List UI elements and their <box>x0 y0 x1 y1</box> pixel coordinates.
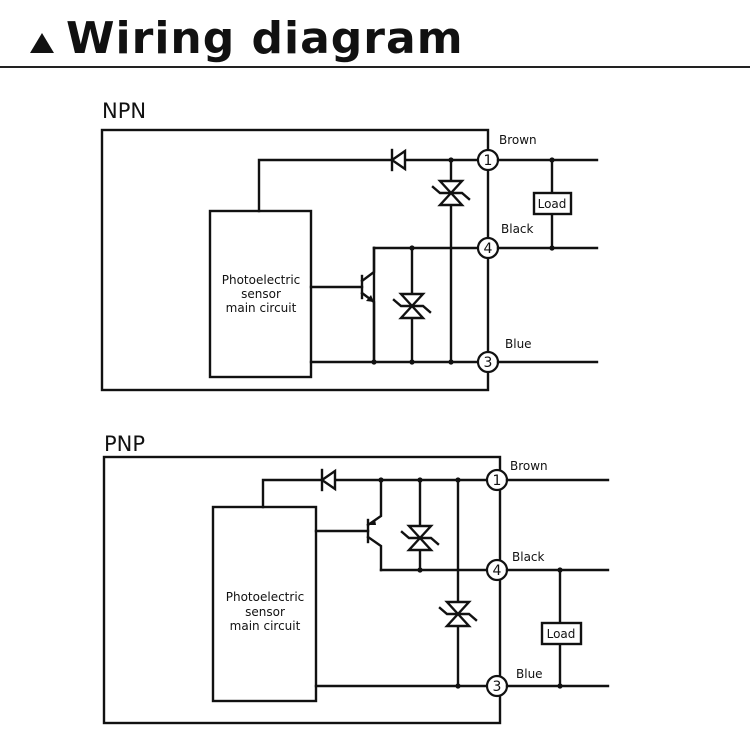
pnp-housing <box>102 455 502 725</box>
header-divider <box>0 66 750 68</box>
pnp-terminal-3[interactable]: 3 <box>485 674 509 698</box>
npn-junction <box>409 245 415 251</box>
pnp-blue-label: Blue <box>516 667 543 681</box>
pnp-diode-icon <box>319 468 337 492</box>
npn-terminal-1[interactable]: 1 <box>476 148 500 172</box>
npn-tvs-diode-1-icon <box>431 179 471 207</box>
pnp-tvs-diode-1-icon <box>400 524 440 552</box>
pnp-junction <box>455 477 461 483</box>
pnp-main-circuit-line1: Photoelectric <box>226 590 305 604</box>
npn-black-label: Black <box>501 222 534 236</box>
page-header: Wiring diagram <box>30 10 464 66</box>
pnp-transistor-icon <box>314 478 383 572</box>
svg-text:4: 4 <box>493 563 502 579</box>
npn-junction <box>549 245 555 251</box>
svg-text:3: 3 <box>493 679 502 695</box>
pnp-main-circuit-line3: main circuit <box>230 619 301 633</box>
pnp-junction <box>557 683 563 689</box>
pnp-junction <box>417 477 423 483</box>
npn-terminal-3[interactable]: 3 <box>476 350 500 374</box>
npn-housing <box>100 128 490 392</box>
pnp-junction <box>557 567 563 573</box>
npn-load: Load <box>532 191 573 216</box>
npn-supply-wire <box>257 158 394 213</box>
npn-transistor-icon <box>309 246 376 364</box>
npn-main-circuit-line1: Photoelectric <box>222 273 301 287</box>
npn-main-circuit-line2: sensor <box>241 287 281 301</box>
pnp-black-label: Black <box>512 550 545 564</box>
pnp-terminal-4[interactable]: 4 <box>485 558 509 582</box>
pnp-main-circuit-box <box>211 505 318 703</box>
pnp-junction <box>417 567 423 573</box>
npn-blue-label: Blue <box>505 337 532 351</box>
npn-junction <box>549 157 555 163</box>
pnp-terminal-1[interactable]: 1 <box>485 468 509 492</box>
npn-brown-label: Brown <box>499 133 537 147</box>
svg-text:1: 1 <box>484 153 493 169</box>
svg-text:Load: Load <box>547 627 576 641</box>
svg-text:3: 3 <box>484 355 493 371</box>
svg-text:Load: Load <box>538 197 567 211</box>
svg-text:1: 1 <box>493 473 502 489</box>
pnp-load: Load <box>540 621 583 646</box>
npn-terminal-4[interactable]: 4 <box>476 236 500 260</box>
pnp-label: PNP <box>104 432 145 456</box>
npn-diode-icon <box>389 148 407 172</box>
pnp-supply-wire <box>261 478 324 509</box>
npn-tvs-diode-2-icon <box>392 292 432 320</box>
npn-diagram: NPN Photoelectric sensor main circuit <box>100 99 599 392</box>
npn-junction <box>448 157 454 163</box>
pnp-junction <box>378 477 384 483</box>
pnp-diagram: PNP Photoelectric sensor main circuit <box>102 432 610 725</box>
page-title: Wiring diagram <box>66 12 464 64</box>
npn-main-circuit-box <box>208 209 313 379</box>
pnp-brown-label: Brown <box>510 459 548 473</box>
npn-main-circuit-line3: main circuit <box>226 301 297 315</box>
npn-label: NPN <box>102 99 146 123</box>
svg-text:4: 4 <box>484 241 493 257</box>
triangle-up-icon <box>30 33 54 53</box>
pnp-tvs-diode-2-icon <box>438 600 478 628</box>
pnp-main-circuit-line2: sensor <box>245 605 285 619</box>
